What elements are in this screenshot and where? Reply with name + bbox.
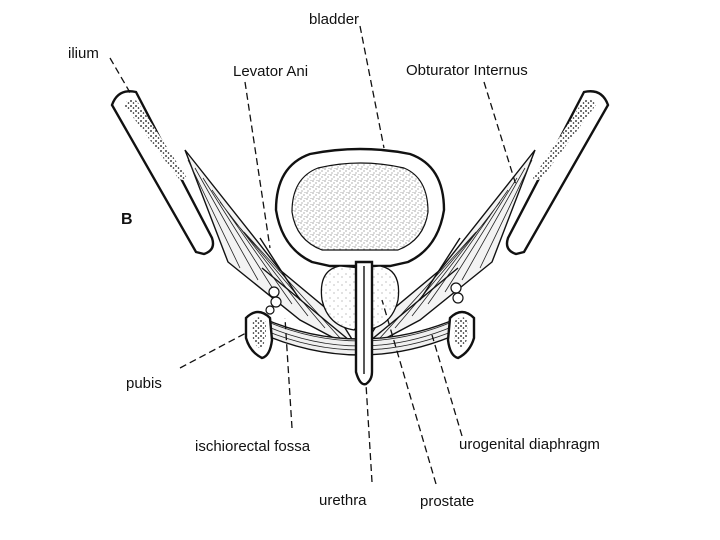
label-levator-ani: Levator Ani xyxy=(233,63,308,80)
label-urogenital-diaphragm: urogenital diaphragm xyxy=(459,436,600,453)
right-pubis-bone xyxy=(448,312,474,358)
leader-bladder xyxy=(360,26,384,148)
label-obturator-internus: Obturator Internus xyxy=(406,62,528,79)
leader-ilium xyxy=(110,58,132,96)
label-ischiorectal-fossa: ischiorectal fossa xyxy=(195,438,311,455)
leader-obturator-internus xyxy=(484,82,516,185)
urethra-canal xyxy=(356,262,372,384)
label-prostate: prostate xyxy=(420,493,474,510)
panel-letter: B xyxy=(121,211,133,228)
label-pubis: pubis xyxy=(126,375,162,392)
label-ilium: ilium xyxy=(68,45,99,62)
left-pubis-bone xyxy=(246,312,272,358)
leader-pubis xyxy=(180,333,246,368)
label-bladder: bladder xyxy=(309,11,359,28)
leader-levator-ani xyxy=(245,82,270,248)
label-urethra: urethra xyxy=(319,492,367,509)
bladder-organ xyxy=(276,149,444,266)
leader-urethra xyxy=(366,384,372,482)
